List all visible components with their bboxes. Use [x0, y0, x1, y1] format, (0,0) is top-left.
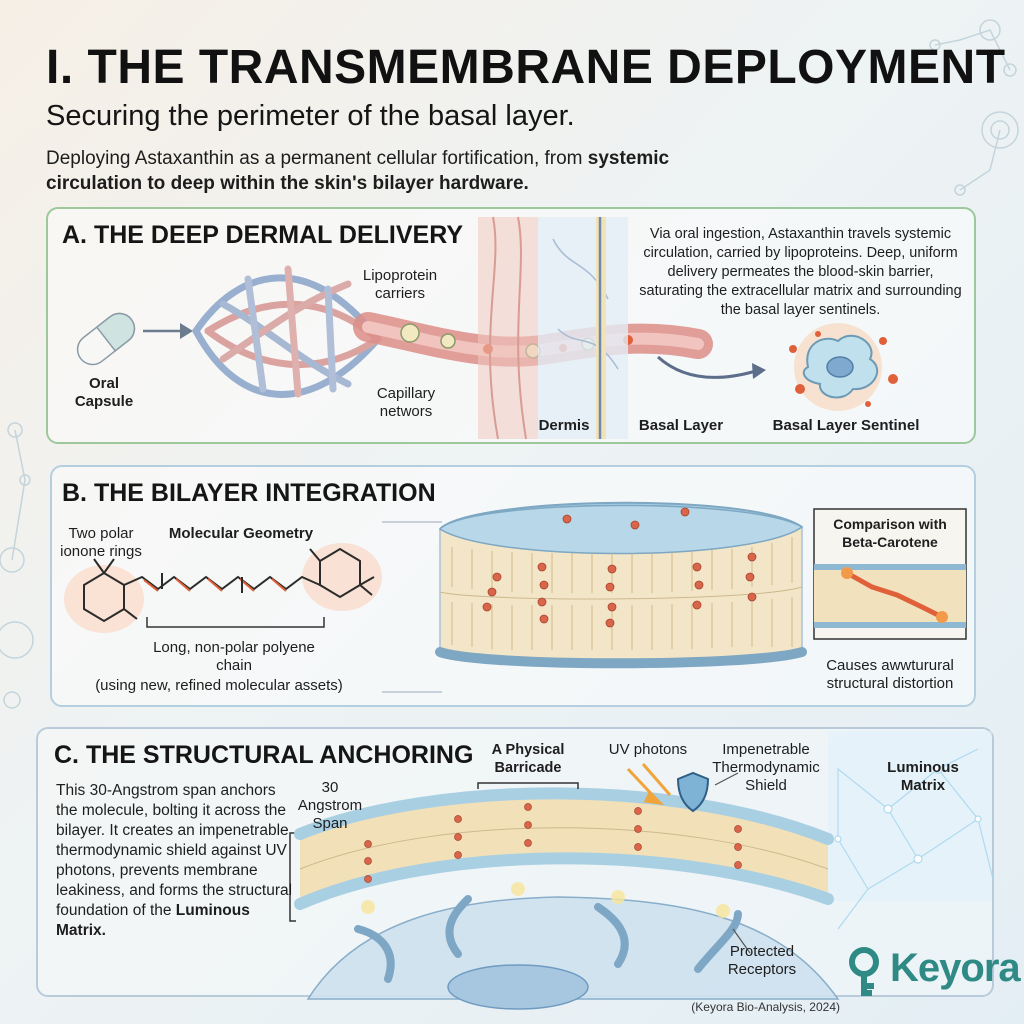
angstrom-bracket: [289, 832, 296, 922]
dermis-label: Dermis: [538, 417, 590, 434]
citation: (Keyora Bio-Analysis, 2024): [691, 1000, 840, 1014]
delivery-arrow-icon: [656, 355, 757, 379]
anchoring-description-plain: This 30-Angstrom span anchors the molecu…: [56, 782, 293, 919]
luminous-matrix-icon: [828, 731, 994, 930]
delivery-description: Via oral ingestion, Astaxanthin travels …: [639, 226, 962, 318]
angstrom-span-label: 30 Angstrom Span: [297, 779, 363, 832]
basal-layer-sentinel-label: Basal Layer Sentinel: [772, 417, 920, 434]
delivery-illustration: [76, 216, 898, 440]
intro-text: Deploying Astaxanthin as a permanent cel…: [46, 146, 746, 196]
luminous-matrix-label: Luminous Matrix: [887, 759, 959, 794]
polyene-chain-label: Long, non-polar polyene chain: [153, 639, 315, 674]
lipoprotein-carriers-label: Lipoprotein carriers: [362, 267, 438, 302]
astaxanthin-molecule-icon: [64, 543, 382, 633]
uv-photon-arrows-icon: [626, 763, 672, 806]
uv-photons-label: UV photons: [608, 741, 688, 758]
bilayer-illustration: [64, 501, 967, 693]
comparison-title: Comparison with Beta-Carotene: [833, 516, 947, 550]
logo-text: Keyora: [890, 946, 1021, 990]
intro-plain-text: Deploying Astaxanthin as a permanent cel…: [46, 148, 588, 169]
oral-capsule-icon: [76, 312, 136, 366]
section-c-title: C. THE STRUCTURAL ANCHORING: [54, 741, 474, 769]
beta-carotene-comparison-inset: [813, 508, 967, 640]
capillary-networks-label: Capillary networs: [376, 385, 436, 420]
section-a-title: A. THE DEEP DERMAL DELIVERY: [62, 221, 463, 249]
intro-bold-text: systemic circulation to deep within the …: [46, 148, 670, 194]
panel-structural-anchoring: C. THE STRUCTURAL ANCHORING: [36, 727, 994, 1010]
dermis-layer: [478, 217, 538, 439]
distortion-label: Causes awwturural structural distortion: [826, 657, 954, 692]
lipid-bilayer-block: [435, 501, 807, 669]
logo-key-icon: [849, 947, 879, 996]
shield-label: Impenetrable Thermodynamic Shield: [712, 741, 820, 794]
page-subtitle: Securing the perimeter of the basal laye…: [46, 100, 575, 132]
physical-barricade-label: A Physical Barricade: [491, 742, 565, 776]
anchoring-description-bold: Luminous Matrix.: [56, 902, 250, 939]
panel-deep-dermal-delivery: A. THE DEEP DERMAL DELIVERY: [46, 207, 976, 444]
protected-receptor-cell: [306, 882, 840, 1010]
basal-layer-band: [538, 217, 628, 439]
oral-capsule-label: Oral Capsule: [74, 375, 134, 410]
shield-icon: [676, 771, 739, 813]
panel-bilayer-integration: B. THE BILAYER INTEGRATION Two polar ion…: [50, 465, 976, 707]
basal-sentinel-cell-icon: [789, 323, 898, 411]
brand-logo: Keyora: [848, 944, 1021, 1000]
capillary-network-icon: [192, 265, 382, 398]
protected-receptors-label: Protected Receptors: [727, 943, 797, 978]
section-b-title: B. THE BILAYER INTEGRATION: [62, 479, 436, 507]
anchoring-illustration: [289, 731, 994, 1010]
polar-rings-label: Two polar ionone rings: [60, 525, 142, 560]
basal-layer-label: Basal Layer: [638, 417, 724, 434]
curved-bilayer: [294, 787, 834, 910]
molecular-assets-note: (using new, refined molecular assets): [95, 677, 343, 694]
page-title: I. THE TRANSMEMBRANE DEPLOYMENT: [46, 41, 1006, 94]
molecular-geometry-label: Molecular Geometry: [168, 525, 314, 542]
anchoring-description: This 30-Angstrom span anchors the molecu…: [56, 781, 296, 941]
